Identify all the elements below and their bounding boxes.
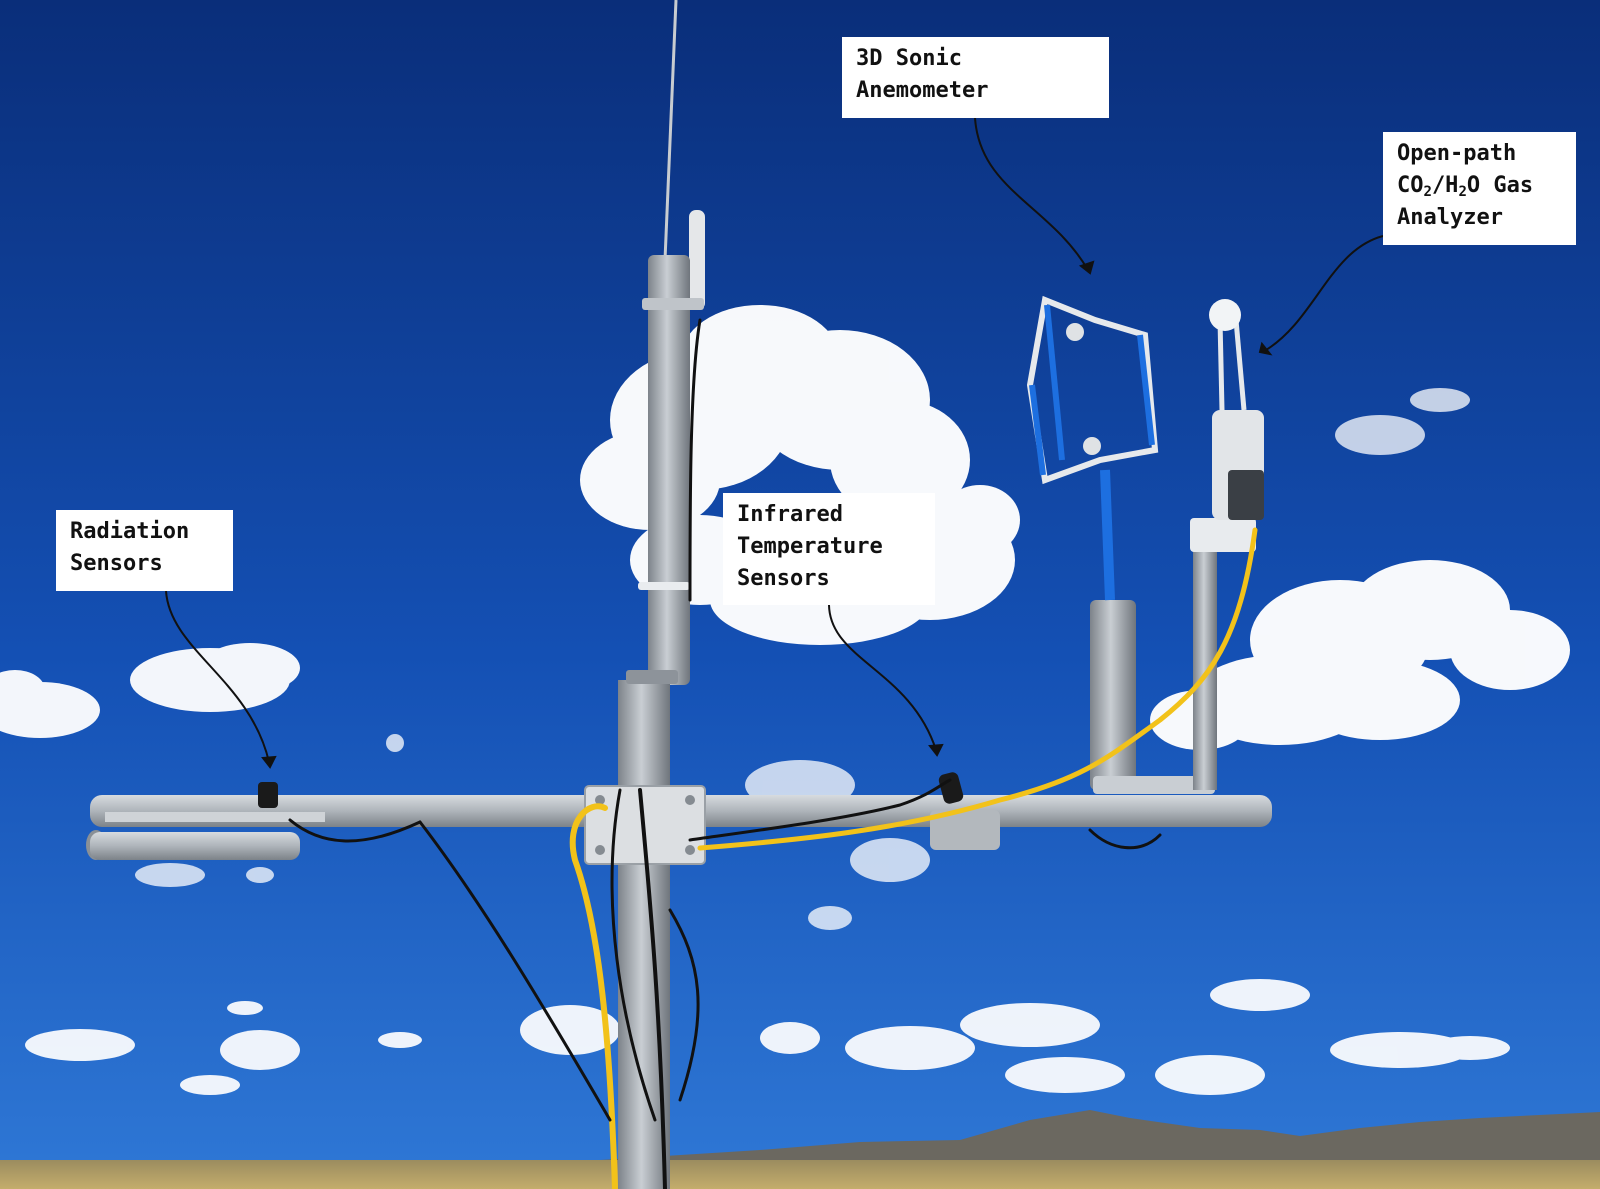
callout-gas-analyzer: Open-path CO2/H2O Gas Analyzer [1383, 132, 1576, 245]
cables [288, 318, 1258, 1189]
callout-gas-sub-2b: 2 [1458, 184, 1467, 200]
mast-upper [648, 255, 690, 685]
callout-radiation-line2: Sensors [70, 551, 163, 576]
black-cable [288, 818, 422, 843]
callout-infrared-temperature-sensors: Infrared Temperature Sensors [723, 493, 935, 605]
yellow-cable [569, 803, 618, 1189]
anemometer-transducer-top [1066, 323, 1084, 341]
callout-gas-slash-h: /H [1431, 173, 1459, 198]
callout-gas-co: CO [1397, 173, 1424, 198]
mast-collar [626, 670, 678, 684]
cloud-left-small [0, 643, 300, 738]
mast-clamp-top [642, 298, 704, 310]
arrowhead-radiation [261, 755, 277, 769]
arrow-sonic [974, 117, 1089, 271]
bolt [685, 845, 695, 855]
callout-gas-sub-2: 2 [1423, 184, 1432, 200]
callout-gas-line3: Analyzer [1397, 205, 1503, 230]
side-antenna [689, 210, 705, 310]
antenna [663, 0, 678, 261]
bolt [595, 795, 605, 805]
black-cable [668, 908, 700, 1102]
infrared-sensor [938, 772, 964, 804]
callout-infrared-line2: Temperature [737, 534, 883, 559]
field [0, 1160, 1600, 1189]
callout-arrows [165, 117, 1384, 769]
boom-left-section [90, 832, 300, 860]
radiation-sensor-plate [105, 812, 325, 822]
black-cable [688, 318, 702, 602]
bolt [595, 845, 605, 855]
arrowhead-gas [1258, 341, 1273, 356]
callout-infrared-line3: Sensors [737, 566, 830, 591]
black-cable [638, 788, 667, 1189]
cloud-horizon-band [25, 979, 1510, 1095]
gas-analyzer-head [1209, 299, 1241, 331]
black-cable [688, 778, 952, 842]
black-cable [1088, 828, 1162, 850]
anemometer-head [1026, 295, 1159, 485]
arrow-gas [1265, 235, 1384, 351]
gas-analyzer-window [1228, 470, 1264, 520]
gas-analyzer-bracket [1190, 518, 1256, 552]
callout-radiation-sensors: Radiation Sensors [56, 510, 233, 591]
arrow-infrared [828, 604, 937, 751]
callout-sonic-line2: Anemometer [856, 78, 989, 103]
arrowhead-infrared [928, 743, 944, 757]
callout-gas-o-gas: O Gas [1466, 173, 1534, 198]
anemometer-transducer-bottom [1083, 437, 1101, 455]
callout-infrared-line1: Infrared [737, 502, 843, 527]
callout-sonic-line1: 3D Sonic [856, 46, 962, 71]
arrowhead-sonic [1078, 260, 1095, 275]
callout-gas-line2: CO2/H2O Gas [1397, 170, 1564, 202]
gas-analyzer-strut [1233, 319, 1247, 411]
yellow-cable [697, 527, 1258, 851]
bolt [685, 795, 695, 805]
callout-gas-line1: Open-path [1397, 141, 1517, 166]
black-cable [610, 788, 657, 1122]
cloud-right [1150, 560, 1570, 750]
callout-radiation-line1: Radiation [70, 519, 190, 544]
anemometer-stem [1100, 469, 1115, 601]
gas-analyzer-strut [1217, 319, 1225, 411]
arrow-radiation [165, 590, 270, 763]
anemometer-mount [1093, 776, 1215, 794]
radiation-sensor [258, 782, 278, 808]
callout-sonic-anemometer: 3D Sonic Anemometer [842, 37, 1109, 118]
mast-zip-tie [638, 582, 690, 590]
infrared-sensor-clamp [930, 810, 1000, 850]
black-cable [418, 820, 612, 1122]
